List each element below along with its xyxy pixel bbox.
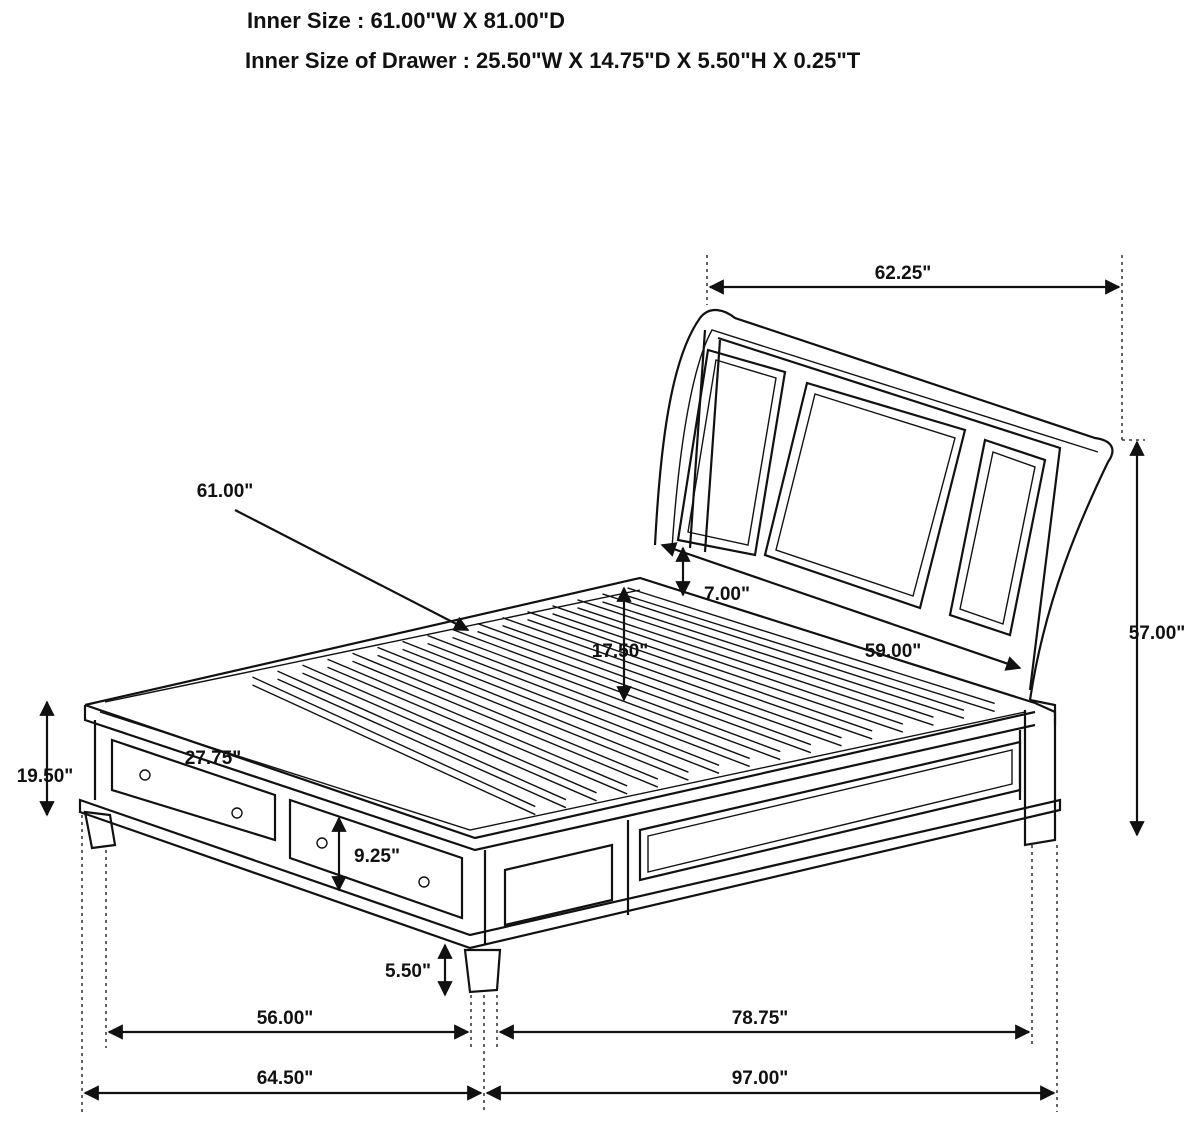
slat-line — [352, 652, 659, 780]
slat-line — [327, 658, 628, 787]
slat-line — [527, 619, 873, 740]
slat-line — [402, 640, 720, 766]
dimension-arrows — [39, 279, 1145, 1101]
slat-line — [552, 613, 904, 733]
slat-line — [277, 678, 567, 809]
slat-line — [302, 664, 597, 794]
slat-line — [627, 587, 995, 705]
slat-line — [352, 660, 659, 788]
inner-drawer-size-text: Inner Size of Drawer : 25.50"W X 14.75"D… — [245, 48, 861, 73]
overall-width-label: 64.50" — [257, 1068, 314, 1089]
headboard-width-label: 62.25" — [875, 263, 932, 284]
slat-line — [377, 654, 689, 781]
slat-line — [327, 666, 628, 795]
headboard-height-label: 57.00" — [1129, 623, 1186, 644]
slat-height-label: 17.50" — [592, 641, 649, 662]
headboard — [653, 309, 1114, 847]
footboard-height-label: 19.50" — [17, 766, 74, 787]
slat-line — [477, 630, 812, 754]
inner-headboard-width-label: 59.00" — [865, 641, 922, 662]
slat-line — [627, 595, 995, 713]
inner-width-bottom-label: 56.00" — [257, 1008, 314, 1029]
inner-size-text: Inner Size : 61.00"W X 81.00"D — [247, 8, 565, 33]
slat-line — [552, 605, 904, 725]
inner-length-label: 78.75" — [732, 1008, 789, 1029]
slat-line — [377, 646, 689, 773]
slat-line — [252, 676, 536, 808]
leg-height-label: 5.50" — [385, 961, 431, 982]
headboard-gap-label: 7.00" — [704, 584, 750, 605]
drawer-height-label: 9.25" — [354, 846, 400, 867]
slat-line — [277, 670, 567, 801]
slat-line — [302, 672, 597, 802]
slat-line — [252, 684, 536, 816]
drawer-width-label: 27.75" — [185, 748, 242, 769]
slat-line — [477, 622, 812, 746]
extension-lines — [81, 255, 1145, 1112]
inner-width-label: 61.00" — [197, 481, 254, 502]
slat-line — [527, 611, 873, 732]
slat-line — [427, 634, 750, 760]
slat-line — [502, 616, 842, 739]
overall-length-label: 97.00" — [732, 1068, 789, 1089]
slat-line — [502, 624, 842, 747]
slat-line — [427, 642, 750, 768]
slat-line — [402, 648, 720, 774]
